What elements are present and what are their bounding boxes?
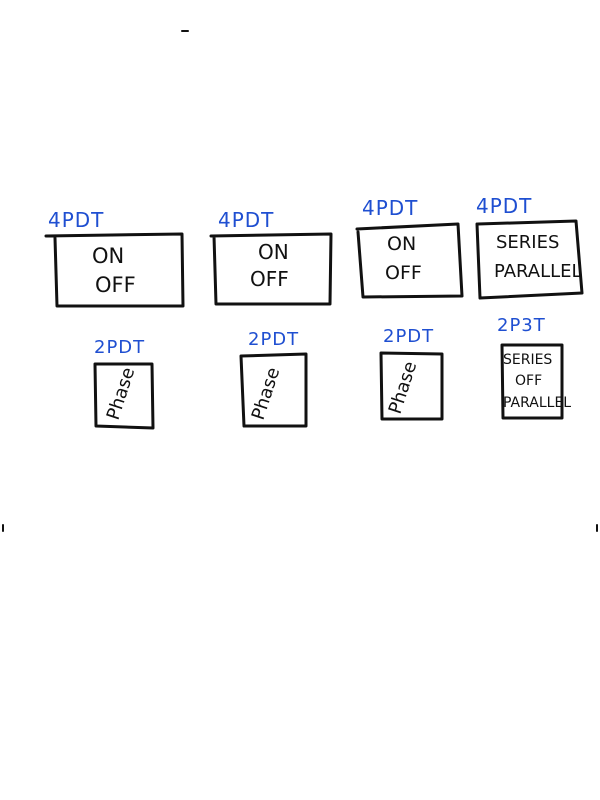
- switch-bottom-2: 2PDT Phase: [239, 329, 308, 428]
- switch-line1: SERIES: [496, 232, 559, 253]
- switch-bottom-4: 2P3T SERIES OFF PARALLEL: [497, 315, 571, 420]
- switch-type-label: 2PDT: [94, 337, 145, 358]
- switch-outline: [475, 219, 584, 300]
- switch-line1: SERIES: [503, 352, 552, 368]
- switch-bottom-1: 2PDT Phase: [93, 337, 155, 430]
- switch-type-label: 4PDT: [476, 194, 532, 218]
- switch-type-label: 4PDT: [362, 196, 418, 220]
- switch-line1: ON: [387, 233, 416, 255]
- switch-line2: OFF: [515, 373, 542, 389]
- switch-top-4: 4PDT SERIES PARALLEL: [475, 194, 584, 300]
- switch-line2: OFF: [250, 267, 289, 291]
- switch-line1: ON: [92, 244, 124, 268]
- switch-line2: OFF: [95, 273, 136, 297]
- switch-outline: [93, 362, 155, 430]
- switch-type-label: 2P3T: [497, 315, 546, 336]
- switch-line2: OFF: [385, 262, 422, 284]
- switch-text: Phase: [248, 365, 285, 423]
- switch-type-label: 4PDT: [218, 208, 274, 232]
- switch-type-label: 4PDT: [48, 208, 104, 232]
- switch-top-1: 4PDT ON OFF: [44, 208, 185, 308]
- switch-top-2: 4PDT ON OFF: [209, 208, 333, 306]
- switch-text: Phase: [103, 365, 140, 423]
- switch-line2: PARALLEL: [494, 261, 582, 282]
- switch-outline: [239, 352, 308, 428]
- switch-outline: [379, 351, 444, 421]
- switch-outline: [209, 232, 333, 306]
- switch-bottom-3: 2PDT Phase: [379, 326, 444, 421]
- switch-type-label: 2PDT: [248, 329, 299, 350]
- switch-top-3: 4PDT ON OFF: [355, 196, 464, 299]
- switch-outline: [355, 222, 464, 299]
- switch-type-label: 2PDT: [383, 326, 434, 347]
- switch-outline: [44, 232, 185, 308]
- switch-line1: ON: [258, 240, 289, 264]
- switch-line3: PARALLEL: [503, 395, 571, 411]
- switch-text: Phase: [385, 359, 422, 417]
- switch-outline: [500, 343, 564, 420]
